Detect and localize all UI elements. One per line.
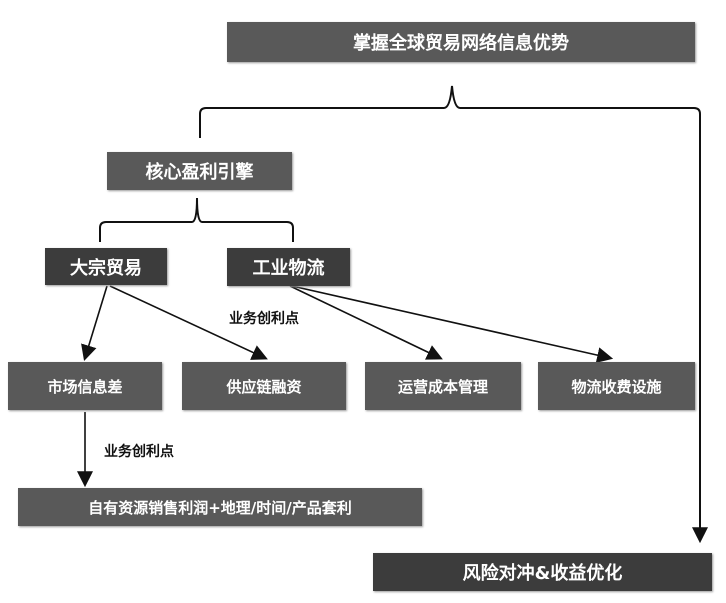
top-brace xyxy=(199,85,701,530)
final-box: 风险对冲&收益优化 xyxy=(373,553,712,591)
bulk-trade-box: 大宗贸易 xyxy=(45,248,167,285)
engine-box: 核心盈利引擎 xyxy=(107,152,292,190)
arrow-cost xyxy=(289,285,443,360)
arrow-market xyxy=(81,285,108,362)
result-box: 自有资源销售利润+地理/时间/产品套利 xyxy=(18,488,422,526)
arrow-finance xyxy=(109,285,268,360)
arrow-fees xyxy=(291,285,614,363)
market-info-box: 市场信息差 xyxy=(8,362,162,410)
supply-finance-box: 供应链融资 xyxy=(182,362,346,410)
profit-label-1: 业务创利点 xyxy=(229,311,299,327)
top-box: 掌握全球贸易网络信息优势 xyxy=(227,22,695,62)
cost-management-box: 运营成本管理 xyxy=(365,362,521,410)
engine-brace xyxy=(99,197,294,242)
industrial-logistics-box: 工业物流 xyxy=(227,248,350,286)
profit-label-2: 业务创利点 xyxy=(104,444,174,460)
logistics-fees-box: 物流收费设施 xyxy=(538,362,695,410)
